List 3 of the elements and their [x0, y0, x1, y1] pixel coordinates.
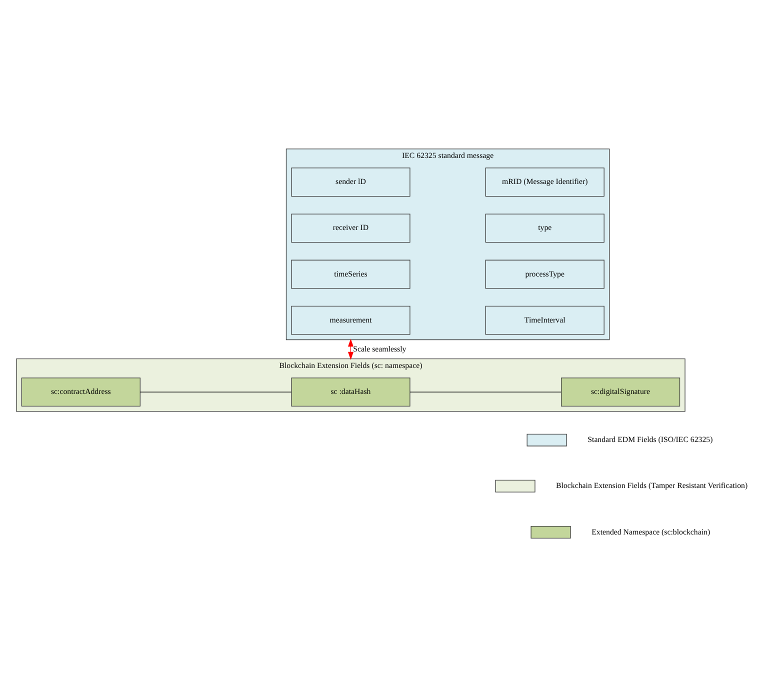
connector — [410, 391, 562, 392]
arrow — [348, 338, 354, 360]
connector — [140, 391, 292, 392]
